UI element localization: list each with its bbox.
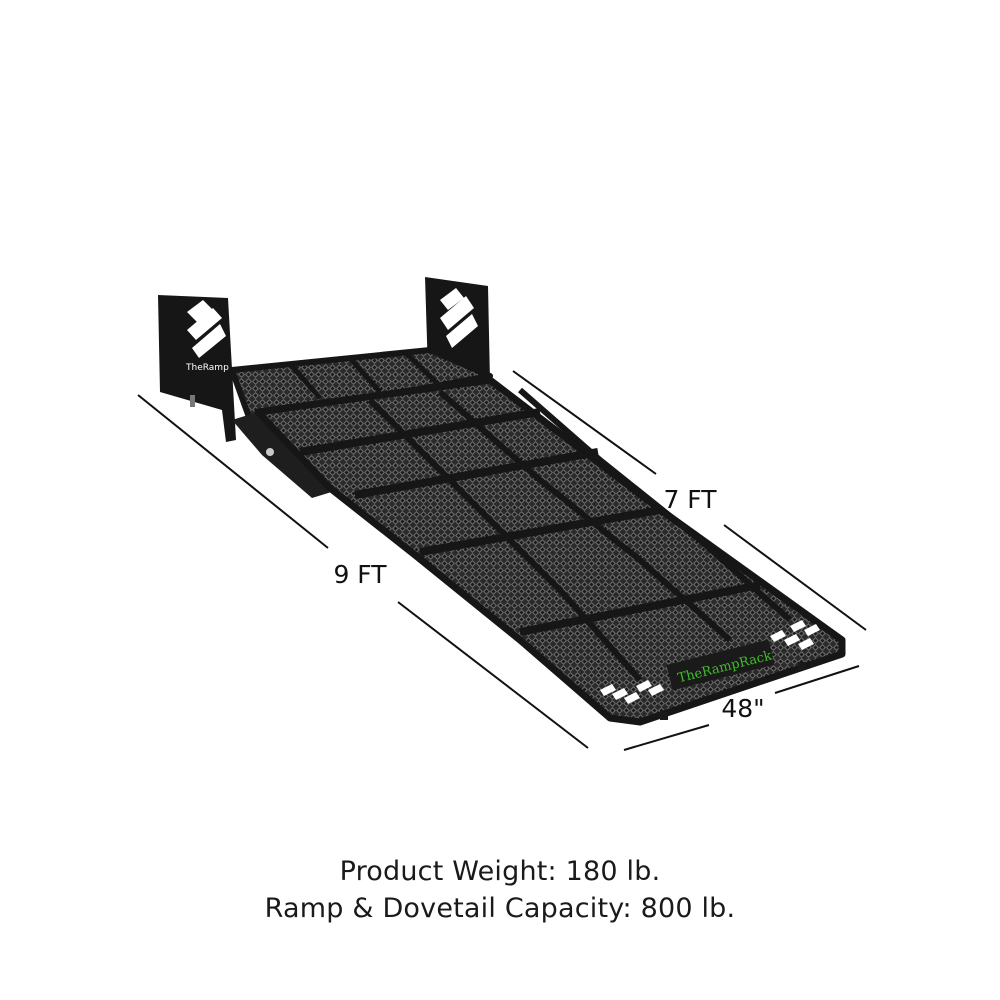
upper-deck [229,347,493,423]
length-label: 9 FT [333,560,387,589]
dimension-line-48in [623,665,860,751]
brand-plate [666,639,775,691]
dimension-line-9ft [137,394,589,749]
bracket-logo-left: TheRamp [185,363,229,373]
capacity-text: Ramp & Dovetail Capacity: 800 lb. [264,893,736,924]
dimension-line-7ft [512,370,867,631]
product-weight-text: Product Weight: 180 lb. [339,856,661,887]
left-bracket: TheRamp [158,295,236,442]
width-label: 48" [721,694,764,723]
ramp-surface [254,376,846,726]
chevron-marker-left [600,680,664,704]
deck-label: 7 FT [663,485,717,514]
ramp-rack: TheRamp [158,277,846,726]
chevron-marker-right [770,620,820,650]
hinge-assembly [232,412,338,498]
